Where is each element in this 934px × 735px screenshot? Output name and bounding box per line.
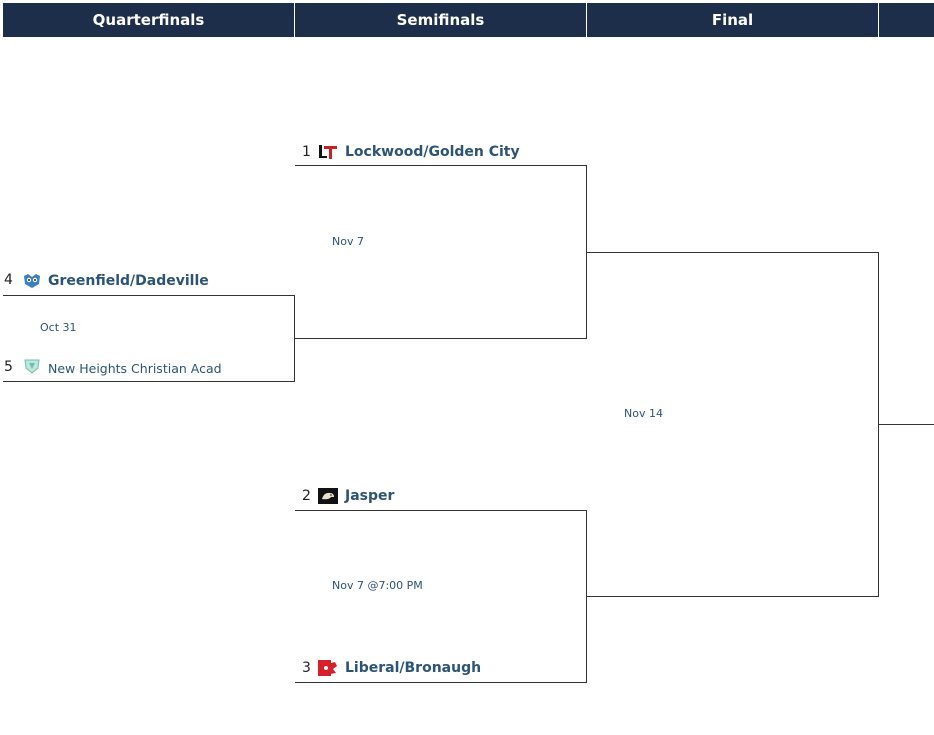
bracket-line (295, 338, 587, 339)
team-seed: 3 (302, 660, 311, 676)
bracket-line (879, 424, 934, 425)
team-seed: 5 (4, 359, 13, 375)
lt-logo-icon (319, 145, 337, 159)
header-divider (294, 3, 295, 37)
team-name-link[interactable]: Jasper (345, 488, 395, 504)
round-header-champion (879, 3, 934, 37)
round-header-quarterfinals: Quarterfinals (92, 11, 205, 29)
round-header-semifinals: Semifinals (396, 11, 485, 29)
header-divider (586, 3, 587, 37)
game-date: Oct 31 (40, 321, 77, 334)
bracket-connector (294, 295, 295, 382)
bracket-line (295, 510, 587, 511)
team-name-link[interactable]: Lockwood/Golden City (345, 144, 520, 160)
team-seed: 2 (302, 488, 311, 504)
team-seed: 4 (4, 272, 13, 288)
eagle-logo-icon (318, 488, 338, 504)
bracket-line (295, 682, 587, 683)
game-date: Nov 7 @7:00 PM (332, 579, 423, 592)
owl-logo-icon (24, 274, 40, 288)
bracket-connector (586, 510, 587, 683)
bracket-line (587, 596, 879, 597)
team-name-link[interactable]: Liberal/Bronaugh (345, 660, 482, 676)
bracket-line (295, 165, 587, 166)
team-name-link[interactable]: New Heights Christian Acad (48, 361, 222, 376)
round-header-final: Final (711, 11, 754, 29)
bracket-line (3, 381, 295, 382)
game-date: Nov 7 (332, 235, 364, 248)
team-seed: 1 (302, 144, 311, 160)
bracket-header (3, 3, 934, 37)
bracket-line (3, 295, 295, 296)
bracket-connector (586, 165, 587, 339)
game-date: Nov 14 (624, 407, 663, 420)
team-name-link[interactable]: Greenfield/Dadeville (48, 273, 209, 289)
bulldog-logo-icon (318, 660, 337, 676)
header-divider (878, 3, 879, 37)
bracket-connector (878, 252, 879, 597)
bracket-line (587, 252, 879, 253)
shield-logo-icon (24, 359, 40, 374)
